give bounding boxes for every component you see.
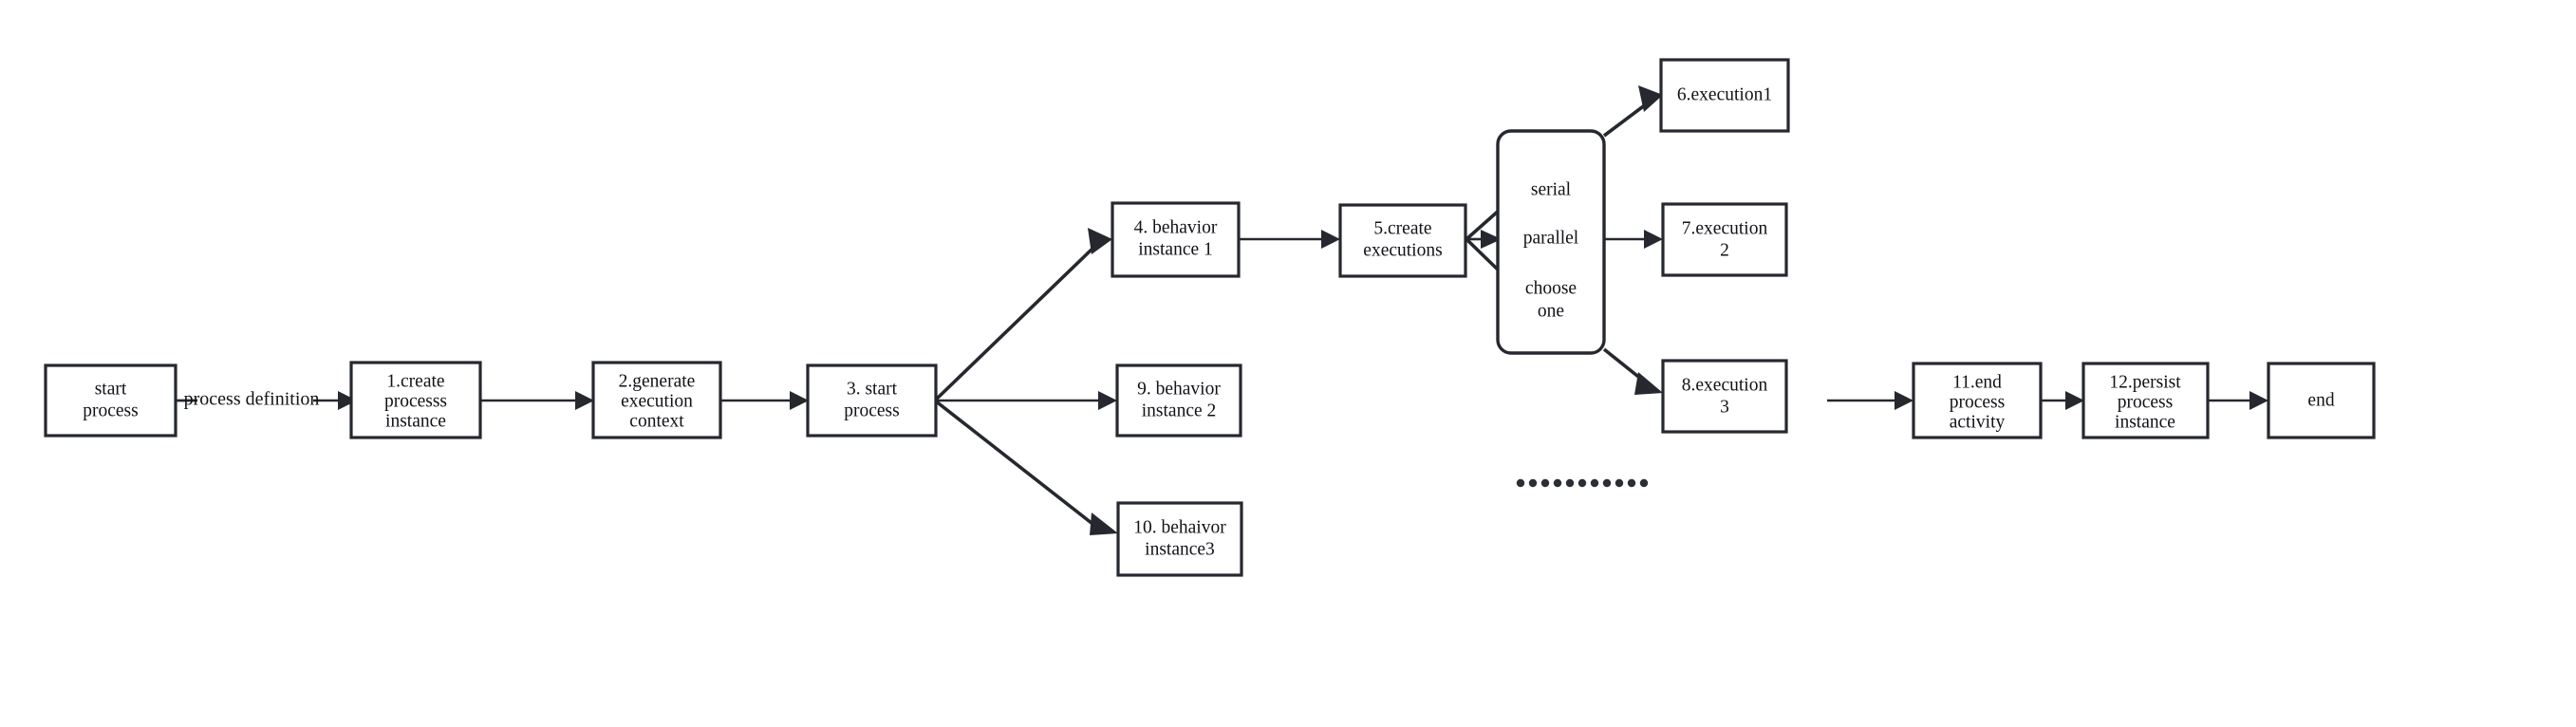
arrowhead-to-n11 [1895, 391, 1913, 410]
node-n1-line-1: processs [384, 391, 447, 411]
node-n5-line-0: 5.create [1373, 218, 1431, 238]
node-n11-line-0: 11.end [1952, 372, 2002, 392]
gateway-line-2: choose [1525, 278, 1577, 298]
arrowhead-n1-to-n2 [575, 391, 594, 410]
gateway-line-3: one [1538, 301, 1564, 321]
node-start-process-step3[interactable]: 3. start process [806, 364, 938, 438]
arrowhead-start-to-n1 [338, 391, 357, 410]
gateway-line-0: serial [1531, 179, 1572, 199]
node-n1-line-2: instance [385, 411, 446, 431]
node-n2-line-1: execution [621, 391, 693, 411]
node-n12-line-0: 12.persist [2109, 372, 2181, 392]
node-n3-line-0: 3. start [847, 379, 898, 399]
node-n3-line-1: process [844, 401, 899, 420]
arrowhead-n4-to-n5 [1321, 230, 1340, 249]
node-n9-line-0: 9. behavior [1137, 379, 1221, 399]
node-n9-line-1: instance 2 [1142, 401, 1217, 420]
node-n7-line-0: 7.execution [1682, 218, 1768, 238]
arrowhead-n3-to-n9 [1098, 391, 1117, 410]
node-create-process-instance[interactable]: 1.create processs instance [349, 361, 482, 439]
arrowhead-gateway-to-n8 [1634, 372, 1663, 395]
node-execution-2[interactable]: 7.execution 2 [1661, 202, 1788, 277]
node-start-process[interactable]: start process [44, 364, 177, 438]
node-persist-process-instance[interactable]: 12.persist process instance [2081, 362, 2210, 439]
edge-n5-to-gateway-upper [1465, 208, 1502, 241]
node-n12-line-2: instance [2115, 412, 2175, 432]
node-n1-line-0: 1.create [386, 371, 444, 391]
node-end-process-activity[interactable]: 11.end process activity [1912, 362, 2043, 439]
node-n8-line-0: 8.execution [1682, 375, 1768, 395]
node-n7-line-1: 2 [1720, 240, 1729, 260]
node-end[interactable]: end [2267, 362, 2376, 439]
node-n6-line-0: 6.execution1 [1677, 84, 1772, 104]
node-n2-line-2: context [629, 411, 684, 431]
edge-gateway-to-n8 [1602, 347, 1644, 382]
node-generate-execution-context[interactable]: 2.generate execution context [591, 361, 722, 439]
gateway-line-1: parallel [1523, 228, 1579, 248]
edge-n3-to-n4 [933, 246, 1095, 402]
node-n8-line-1: 3 [1720, 397, 1729, 417]
node-n4-line-1: instance 1 [1138, 239, 1213, 259]
node-n11-line-2: activity [1950, 412, 2006, 432]
edge-n3-to-n10 [933, 399, 1098, 529]
node-execution-1[interactable]: 6.execution1 [1659, 58, 1790, 133]
edge-n5-to-gateway-lower [1465, 237, 1502, 273]
node-n4-line-0: 4. behavior [1134, 217, 1218, 237]
arrowhead-gateway-to-n6 [1638, 85, 1663, 112]
node-n11-line-1: process [1950, 392, 2005, 412]
node-behavior-instance-2[interactable]: 9. behavior instance 2 [1115, 364, 1242, 438]
node-n5-line-1: executions [1363, 240, 1442, 260]
arrowhead-n12-to-end [2249, 391, 2268, 410]
node-behavior-instance-3[interactable]: 10. behaivor instance3 [1116, 501, 1243, 577]
node-start-process-line-0: start [95, 379, 127, 399]
node-behavior-instance-1[interactable]: 4. behavior instance 1 [1111, 201, 1241, 278]
node-n10-line-0: 10. behaivor [1133, 517, 1226, 537]
edge-gateway-to-n6 [1602, 103, 1648, 138]
node-execution-3[interactable]: 8.execution 3 [1661, 359, 1788, 434]
arrowhead-n5-to-gateway [1481, 230, 1502, 249]
arrowhead-n3-to-n10 [1090, 513, 1118, 535]
continuation-dots [1516, 478, 1649, 488]
arrowhead-gateway-to-n7 [1644, 230, 1663, 249]
node-n10-line-1: instance3 [1145, 539, 1215, 559]
arrowhead-n3-to-n4 [1088, 228, 1112, 254]
node-n2-line-0: 2.generate [619, 371, 696, 391]
node-start-process-line-1: process [83, 401, 138, 420]
edge-label-process-definition: process definition [184, 389, 320, 410]
node-n12-line-1: process [2118, 392, 2173, 412]
arrowhead-n2-to-n3 [790, 391, 809, 410]
arrowhead-n11-to-n12 [2065, 391, 2084, 410]
node-gateway-serial-parallel-choose-one[interactable]: serial parallel choose one [1496, 129, 1606, 355]
node-end-line-0: end [2307, 390, 2334, 410]
node-create-executions[interactable]: 5.create executions [1338, 203, 1467, 278]
